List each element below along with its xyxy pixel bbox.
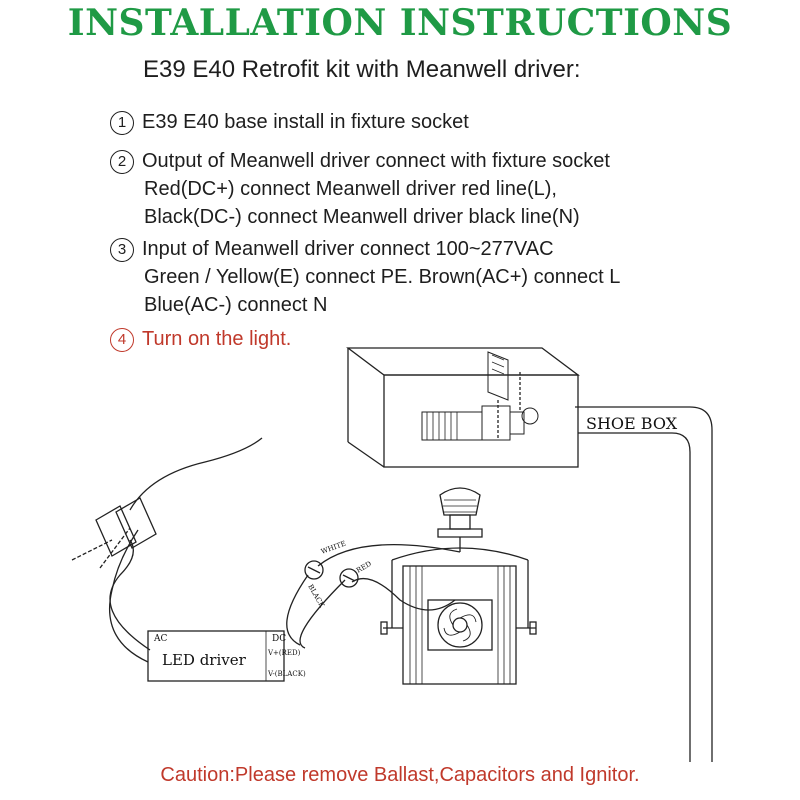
driver-dc-label: DC bbox=[272, 634, 286, 644]
wire-black-label: BLACK bbox=[306, 583, 326, 610]
step-number-badge: 1 bbox=[110, 111, 134, 135]
dc-output-wires bbox=[286, 543, 461, 649]
led-fixture-with-fan bbox=[380, 547, 537, 685]
driver-v-plus-label: V+(RED) bbox=[267, 649, 301, 657]
shoe-box-fixture bbox=[346, 347, 580, 468]
driver-ac-label: AC bbox=[153, 634, 167, 644]
step-number-badge: 3 bbox=[110, 238, 134, 262]
step-number-badge: 2 bbox=[110, 150, 134, 174]
step-3-line-3: Blue(AC-) connect N bbox=[144, 294, 328, 316]
page-title: INSTALLATION INSTRUCTIONS bbox=[67, 2, 733, 44]
driver-v-minus-label: V-(BLACK) bbox=[267, 670, 306, 678]
led-driver-box bbox=[147, 630, 285, 682]
shoe-box-callout bbox=[575, 406, 713, 762]
caution-note: Caution:Please remove Ballast,Capacitors… bbox=[160, 764, 640, 786]
step-number-badge: 4 bbox=[110, 328, 134, 352]
wire-white-label: WHITE bbox=[320, 540, 347, 556]
step-3-line-2: Green / Yellow(E) connect PE. Brown(AC+)… bbox=[144, 266, 621, 288]
wire-red-label: RED bbox=[355, 560, 373, 575]
step-2-line-3: Black(DC-) connect Meanwell driver black… bbox=[144, 206, 580, 228]
step-2-line-2: Red(DC+) connect Meanwell driver red lin… bbox=[144, 178, 557, 200]
driver-label: LED driver bbox=[162, 651, 247, 669]
shoe-box-label: SHOE BOX bbox=[586, 414, 678, 433]
e40-bulb-base bbox=[437, 487, 483, 552]
ac-input-wires bbox=[71, 437, 263, 663]
page-subtitle: E39 E40 Retrofit kit with Meanwell drive… bbox=[143, 56, 581, 83]
